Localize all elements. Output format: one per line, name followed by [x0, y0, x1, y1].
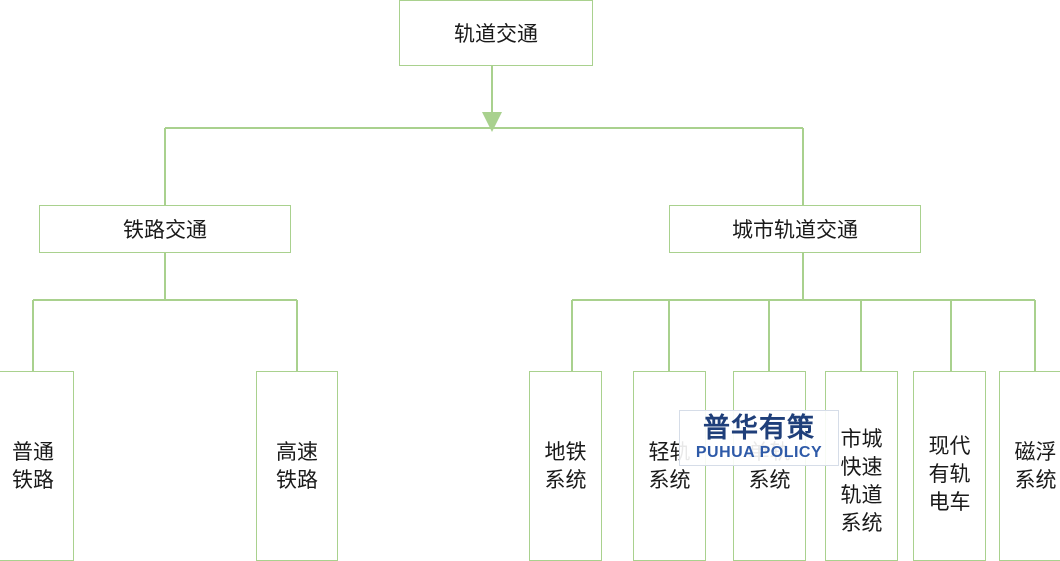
leaf-label: 地铁系统 — [544, 440, 587, 492]
logo-english-text: PUHUA POLICY — [695, 444, 823, 461]
leaf-label: 市城快速轨道系统 — [840, 427, 883, 535]
leaf-high-speed-railway: 高速铁路 — [256, 371, 338, 561]
railway-label: 铁路交通 — [123, 218, 207, 242]
puhua-policy-logo: 普华有策 PUHUA POLICY — [679, 410, 839, 466]
root-label: 轨道交通 — [454, 22, 538, 46]
urban-rail-node: 城市轨道交通 — [669, 205, 921, 253]
leaf-metro: 地铁系统 — [529, 371, 602, 561]
leaf-modern-tram: 现代有轨电车 — [913, 371, 986, 561]
leaf-normal-railway: 普通铁路 — [0, 371, 74, 561]
leaf-monorail: 单轨系统 — [733, 371, 806, 561]
leaf-light-rail: 轻轨系统 — [633, 371, 706, 561]
leaf-label: 磁浮系统 — [1014, 440, 1057, 492]
root-node: 轨道交通 — [399, 0, 593, 66]
leaf-suburban-rapid-rail: 市城快速轨道系统 — [825, 371, 898, 561]
leaf-label: 普通铁路 — [12, 440, 54, 492]
railway-node: 铁路交通 — [39, 205, 291, 253]
logo-chinese-text: 普华有策 — [703, 413, 815, 444]
leaf-label: 现代有轨电车 — [928, 434, 971, 514]
urban-rail-label: 城市轨道交通 — [732, 218, 858, 242]
leaf-maglev: 磁浮系统 — [999, 371, 1060, 561]
leaf-label: 高速铁路 — [276, 440, 318, 492]
